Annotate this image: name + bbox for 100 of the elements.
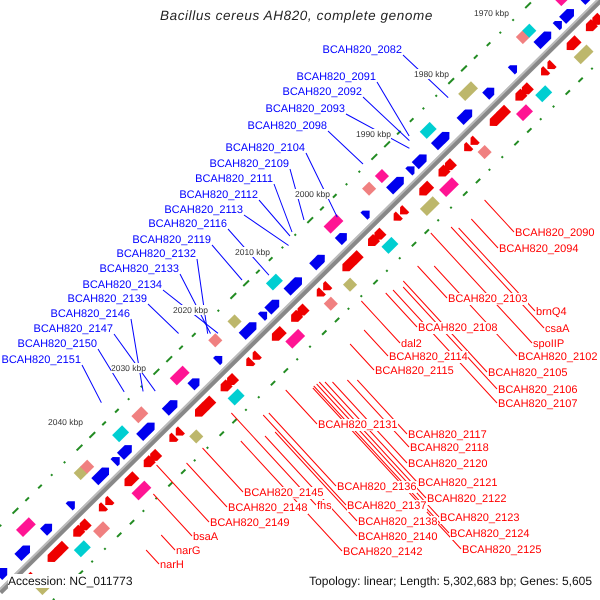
leader-line <box>244 214 290 246</box>
gene-label: BCAH820_2139 <box>67 293 147 305</box>
gene-label: csaA <box>545 323 570 335</box>
gene-label: BCAH820_2149 <box>210 517 290 529</box>
gene-label: bsaA <box>193 531 218 543</box>
leader-line <box>82 364 102 404</box>
gene-label: BCAH820_2114 <box>389 351 468 363</box>
gene-label: BCAH820_2133 <box>99 263 179 275</box>
gene-label: BCAH820_2146 <box>50 308 130 320</box>
leader-line <box>356 380 408 434</box>
gene-label: BCAH820_2123 <box>440 512 520 524</box>
leader-line <box>212 244 242 280</box>
gene-label: BCAH820_2132 <box>116 248 196 260</box>
gene-label: spoIIP <box>533 338 564 350</box>
leader-line <box>202 448 244 492</box>
gene-label: fhs <box>317 500 332 512</box>
leader-line <box>114 334 156 392</box>
accession-text: Accession: NC_011773 <box>8 574 133 588</box>
gene-label: BCAH820_2098 <box>247 120 327 132</box>
leader-line <box>324 382 418 482</box>
position-tick-label: 2030 kbp <box>111 363 146 373</box>
gene-label: brnQ4 <box>536 306 567 318</box>
leader-line <box>148 304 180 334</box>
gene-label: BCAH820_2119 <box>132 234 211 246</box>
gene-label: BCAH820_2082 <box>322 44 402 56</box>
position-tick-label: 2010 kbp <box>235 247 270 257</box>
gene-label: dal2 <box>401 338 422 350</box>
gene-label: BCAH820_2094 <box>499 243 579 255</box>
leader-line <box>470 218 498 248</box>
gene-label: BCAH820_2124 <box>450 528 530 540</box>
leader-line <box>268 412 336 486</box>
leader-line <box>306 152 338 218</box>
gene-label: BCAH820_2116 <box>148 218 227 230</box>
gene-label: narH <box>160 559 184 571</box>
leader-line <box>146 550 160 564</box>
gene-label: BCAH820_2111 <box>195 173 273 185</box>
gene-label: BCAH820_2090 <box>515 227 595 239</box>
leader-line <box>385 292 418 328</box>
gene-label: BCAH820_2091 <box>296 71 376 83</box>
gene-label: BCAH820_2121 <box>418 477 498 489</box>
gene-label: BCAH820_2107 <box>498 398 578 410</box>
leader-line <box>130 318 144 392</box>
gene-label: BCAH820_2112 <box>179 189 258 201</box>
position-tick-label: 1990 kbp <box>356 129 391 139</box>
gene-label: BCAH820_2142 <box>343 546 423 558</box>
leader-line <box>285 390 318 424</box>
leader-line <box>364 330 388 356</box>
leader-line <box>430 232 532 344</box>
gene-label: BCAH820_2140 <box>358 531 438 543</box>
leader-line <box>196 258 208 334</box>
gene-label: BCAH820_2103 <box>448 293 528 305</box>
leader-line <box>458 228 536 312</box>
gene-label: BCAH820_2138 <box>358 516 438 528</box>
leader-line <box>258 200 290 236</box>
gene-label: BCAH820_2122 <box>427 493 507 505</box>
leader-line <box>98 348 125 392</box>
leader-line <box>484 200 514 232</box>
leader-line <box>376 82 410 137</box>
gene-label: BCAH820_2145 <box>244 487 324 499</box>
genome-stats-text: Topology: linear; Length: 5,302,683 bp; Genes: 5,605 <box>309 574 592 588</box>
leader-line <box>262 414 346 506</box>
gene-label: BCAH820_2147 <box>33 323 113 335</box>
gene-label: BCAH820_2105 <box>488 367 568 379</box>
leader-line <box>274 432 358 522</box>
gene-label: BCAH820_2120 <box>408 458 488 470</box>
position-tick-label: 2020 kbp <box>173 305 208 315</box>
gene-label: BCAH820_2131 <box>318 419 398 431</box>
leader-line <box>160 534 176 550</box>
position-tick-label: 2000 kbp <box>295 189 330 199</box>
gene-label: BCAH820_2136 <box>337 481 417 493</box>
leader-line <box>362 96 410 142</box>
gene-label: BCAH820_2092 <box>282 86 362 98</box>
leader-line <box>350 344 374 370</box>
gene-label: BCAH820_2093 <box>265 103 345 115</box>
gene-label: BCAH820_2151 <box>1 354 81 366</box>
leader-line <box>318 382 426 498</box>
leader-line <box>450 226 544 328</box>
gene-label: BCAH820_2115 <box>375 365 454 377</box>
leader-line <box>402 280 488 372</box>
gene-label: BCAH820_2125 <box>462 544 542 556</box>
leader-line <box>274 184 292 232</box>
gene-label: BCAH820_2117 <box>408 429 487 441</box>
gene-label: BCAH820_2137 <box>347 500 427 512</box>
position-tick-label: 2040 kbp <box>48 417 83 427</box>
gene-label: BCAH820_2102 <box>518 351 598 363</box>
gene-label: BCAH820_2109 <box>209 158 289 170</box>
leader-line <box>186 462 228 508</box>
position-tick-label: 1970 kbp <box>474 8 509 18</box>
leader-line <box>328 130 364 164</box>
position-tick-label: 1980 kbp <box>414 69 449 79</box>
gene-label: narG <box>176 545 200 557</box>
gene-label: BCAH820_2134 <box>82 279 162 291</box>
gene-label: BCAH820_2108 <box>418 322 498 334</box>
map-title: Bacillus cereus AH820, complete genome <box>160 8 433 23</box>
leader-line <box>156 464 210 522</box>
leader-line <box>152 494 192 536</box>
gene-label: BCAH820_2118 <box>410 442 489 454</box>
gene-label: BCAH820_2104 <box>225 142 305 154</box>
gene-label: BCAH820_2106 <box>498 384 578 396</box>
gene-label: BCAH820_2113 <box>164 204 243 216</box>
